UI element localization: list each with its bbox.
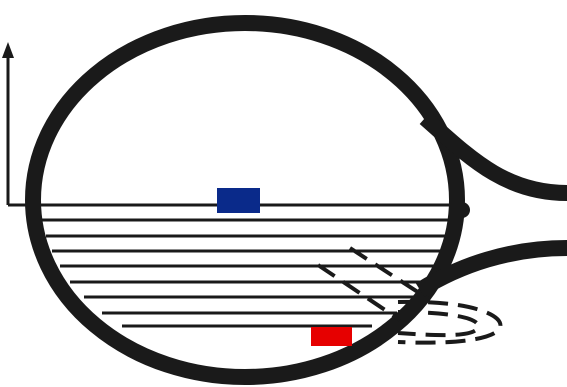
red-marker — [311, 327, 352, 346]
blue-marker — [217, 188, 260, 213]
vertical-axis-arrowhead — [2, 42, 14, 58]
vertical-axis — [2, 42, 14, 205]
